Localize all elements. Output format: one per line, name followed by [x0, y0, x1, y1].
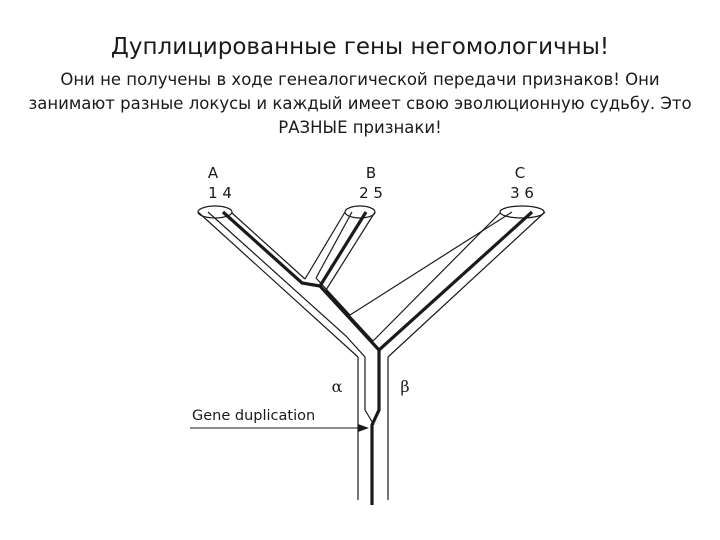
- beta-label: β: [400, 377, 409, 396]
- beta-gene-line: [221, 210, 534, 505]
- species-label-b: B: [366, 164, 376, 182]
- species-numbers-a: 1 4: [208, 184, 232, 202]
- slide-subtitle: Они не получены в ходе генеалогической п…: [28, 70, 692, 137]
- species-numbers-b: 2 5: [359, 184, 383, 202]
- species-numbers-c: 3 6: [510, 184, 534, 202]
- gene-duplication-arrow: [190, 424, 369, 432]
- alpha-label: α: [332, 377, 343, 396]
- species-label-a: A: [208, 164, 219, 182]
- alpha-gene-line: [207, 211, 513, 426]
- tree-outline: [197, 205, 546, 500]
- slide-title: Дуплицированные гены негомологичны!: [110, 34, 610, 60]
- species-label-c: C: [515, 164, 525, 182]
- gene-duplication-label: Gene duplication: [192, 408, 315, 424]
